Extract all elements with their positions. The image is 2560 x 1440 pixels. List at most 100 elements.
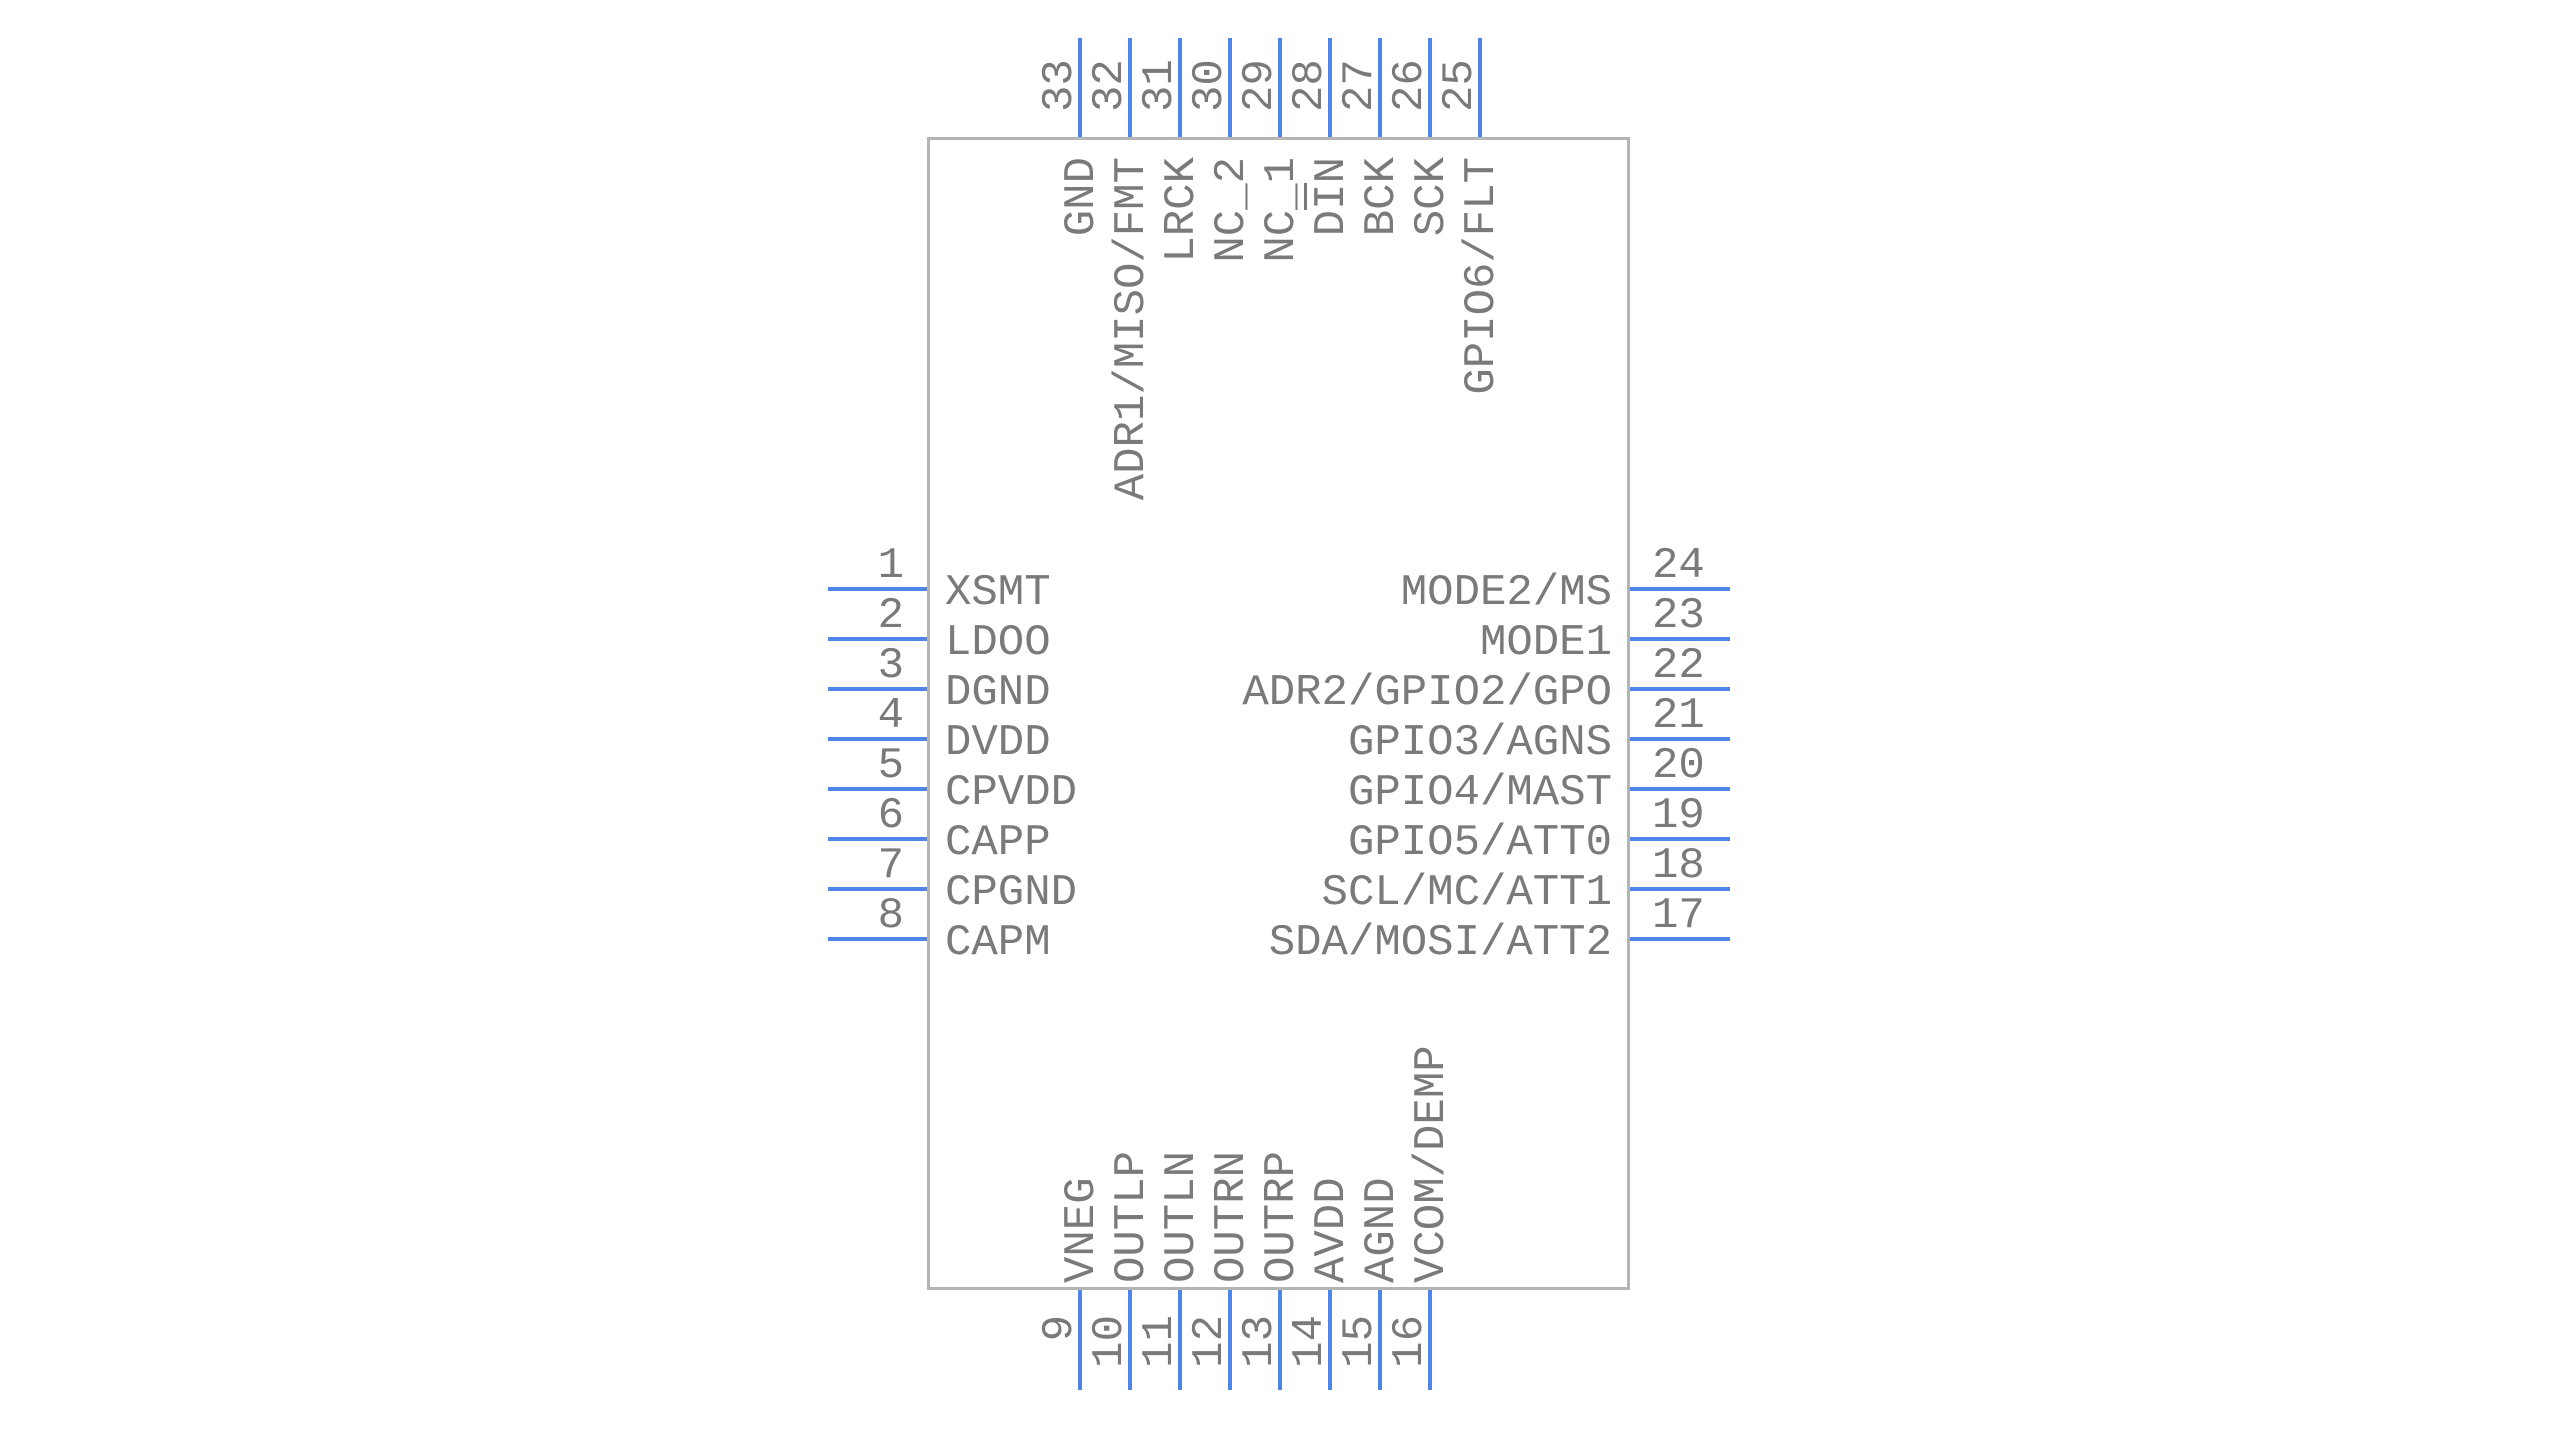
pin-28-number: 28	[1285, 59, 1335, 112]
pin-26-number: 26	[1385, 59, 1435, 112]
pin-25-line	[1478, 38, 1482, 137]
pin-22-label: ADR2/GPIO2/GPO	[1242, 668, 1612, 718]
pin-11-line	[1178, 1290, 1182, 1390]
pin-30-number: 30	[1185, 59, 1235, 112]
pin-17-number: 17	[1652, 891, 1705, 941]
pin-5-line	[828, 787, 927, 791]
pin-10-label: OUTLP	[1107, 1150, 1157, 1283]
pin-5-number: 5	[877, 741, 904, 791]
pin-23-line	[1630, 637, 1730, 641]
pin-9-label: VNEG	[1057, 1177, 1107, 1283]
pin-18-line	[1630, 887, 1730, 891]
pin-21-line	[1630, 737, 1730, 741]
pin-6-line	[828, 837, 927, 841]
pin-26-line	[1428, 38, 1432, 137]
pin-14-line	[1328, 1290, 1332, 1390]
pin-22-line	[1630, 687, 1730, 691]
pin-27-number: 27	[1335, 59, 1385, 112]
pin-9-number: 9	[1035, 1315, 1085, 1342]
pin-4-line	[828, 737, 927, 741]
pin-9-line	[1078, 1290, 1082, 1390]
pin-26-label: SCK	[1407, 157, 1457, 237]
pin-27-label: BCK	[1357, 157, 1407, 237]
pin-18-label: SCL/MC/ATT1	[1321, 868, 1612, 918]
pin-32-number: 32	[1085, 59, 1135, 112]
pin-24-number: 24	[1652, 541, 1705, 591]
pin-3-label: DGND	[945, 668, 1051, 718]
pin-20-label: GPIO4/MAST	[1347, 768, 1612, 818]
pin-11-number: 11	[1135, 1315, 1185, 1368]
pin-29-line	[1278, 38, 1282, 137]
pin-4-number: 4	[877, 691, 904, 741]
pin-1-label: XSMT	[945, 568, 1051, 618]
pin-20-number: 20	[1652, 741, 1705, 791]
pin-6-label: CAPP	[945, 818, 1051, 868]
pin-5-label: CPVDD	[945, 768, 1078, 818]
pin-31-number: 31	[1135, 59, 1185, 112]
pin-29-number: 29	[1235, 59, 1285, 112]
pin-27-line	[1378, 38, 1382, 137]
pin-25-label: GPIO6/FLT	[1457, 157, 1507, 395]
pin-7-label: CPGND	[945, 868, 1078, 918]
pin-12-label: OUTRN	[1207, 1150, 1257, 1283]
pin-21-number: 21	[1652, 691, 1705, 741]
pin-32-label: ADR1/MISO/FMT	[1107, 157, 1157, 501]
pin-10-number: 10	[1085, 1315, 1135, 1368]
pin-24-label: MODE2/MS	[1400, 568, 1612, 618]
pin-31-label: LRCK	[1157, 157, 1207, 263]
pin-14-number: 14	[1285, 1315, 1335, 1368]
pin-6-number: 6	[877, 791, 904, 841]
pin-17-line	[1630, 937, 1730, 941]
pin-30-label: NC_2	[1207, 157, 1257, 263]
overline-segment: I	[1304, 183, 1357, 210]
pin-2-line	[828, 637, 927, 641]
pin-1-number: 1	[877, 541, 904, 591]
pin-13-number: 13	[1235, 1315, 1285, 1368]
pin-16-number: 16	[1385, 1315, 1435, 1368]
pin-28-line	[1328, 38, 1332, 137]
pin-11-label: OUTLN	[1157, 1150, 1207, 1283]
pin-2-label: LDOO	[945, 618, 1051, 668]
pin-14-label: AVDD	[1307, 1177, 1357, 1283]
pin-33-line	[1078, 38, 1082, 137]
pin-19-number: 19	[1652, 791, 1705, 841]
pin-16-line	[1428, 1290, 1432, 1390]
pin-22-number: 22	[1652, 641, 1705, 691]
pin-33-number: 33	[1035, 59, 1085, 112]
pin-20-line	[1630, 787, 1730, 791]
pin-16-label: VCOM/DEMP	[1407, 1045, 1457, 1283]
pin-15-line	[1378, 1290, 1382, 1390]
pin-8-line	[828, 937, 927, 941]
pin-13-line	[1278, 1290, 1282, 1390]
pin-15-number: 15	[1335, 1315, 1385, 1368]
pin-23-label: MODE1	[1479, 618, 1612, 668]
pin-8-label: CAPM	[945, 918, 1051, 968]
pin-19-line	[1630, 837, 1730, 841]
pin-15-label: AGND	[1357, 1177, 1407, 1283]
pin-13-label: OUTRP	[1257, 1150, 1307, 1283]
pin-3-number: 3	[877, 641, 904, 691]
pin-29-label: NC_1	[1257, 157, 1307, 263]
pin-7-line	[828, 887, 927, 891]
pin-28-label: DIN	[1304, 157, 1357, 757]
pin-4-label: DVDD	[945, 718, 1051, 768]
pin-32-line	[1128, 38, 1132, 137]
pin-24-line	[1630, 587, 1730, 591]
pin-1-line	[828, 587, 927, 591]
pin-2-number: 2	[877, 591, 904, 641]
pin-3-line	[828, 687, 927, 691]
pin-17-label: SDA/MOSI/ATT2	[1268, 918, 1612, 968]
pin-23-number: 23	[1652, 591, 1705, 641]
pin-25-number: 25	[1435, 59, 1485, 112]
pin-12-number: 12	[1185, 1315, 1235, 1368]
pin-21-label: GPIO3/AGNS	[1347, 718, 1612, 768]
pin-33-label: GND	[1057, 157, 1107, 237]
pin-8-number: 8	[877, 891, 904, 941]
pin-12-line	[1228, 1290, 1232, 1390]
pin-31-line	[1178, 38, 1182, 137]
pin-7-number: 7	[877, 841, 904, 891]
pin-18-number: 18	[1652, 841, 1705, 891]
pin-30-line	[1228, 38, 1232, 137]
pin-10-line	[1128, 1290, 1132, 1390]
